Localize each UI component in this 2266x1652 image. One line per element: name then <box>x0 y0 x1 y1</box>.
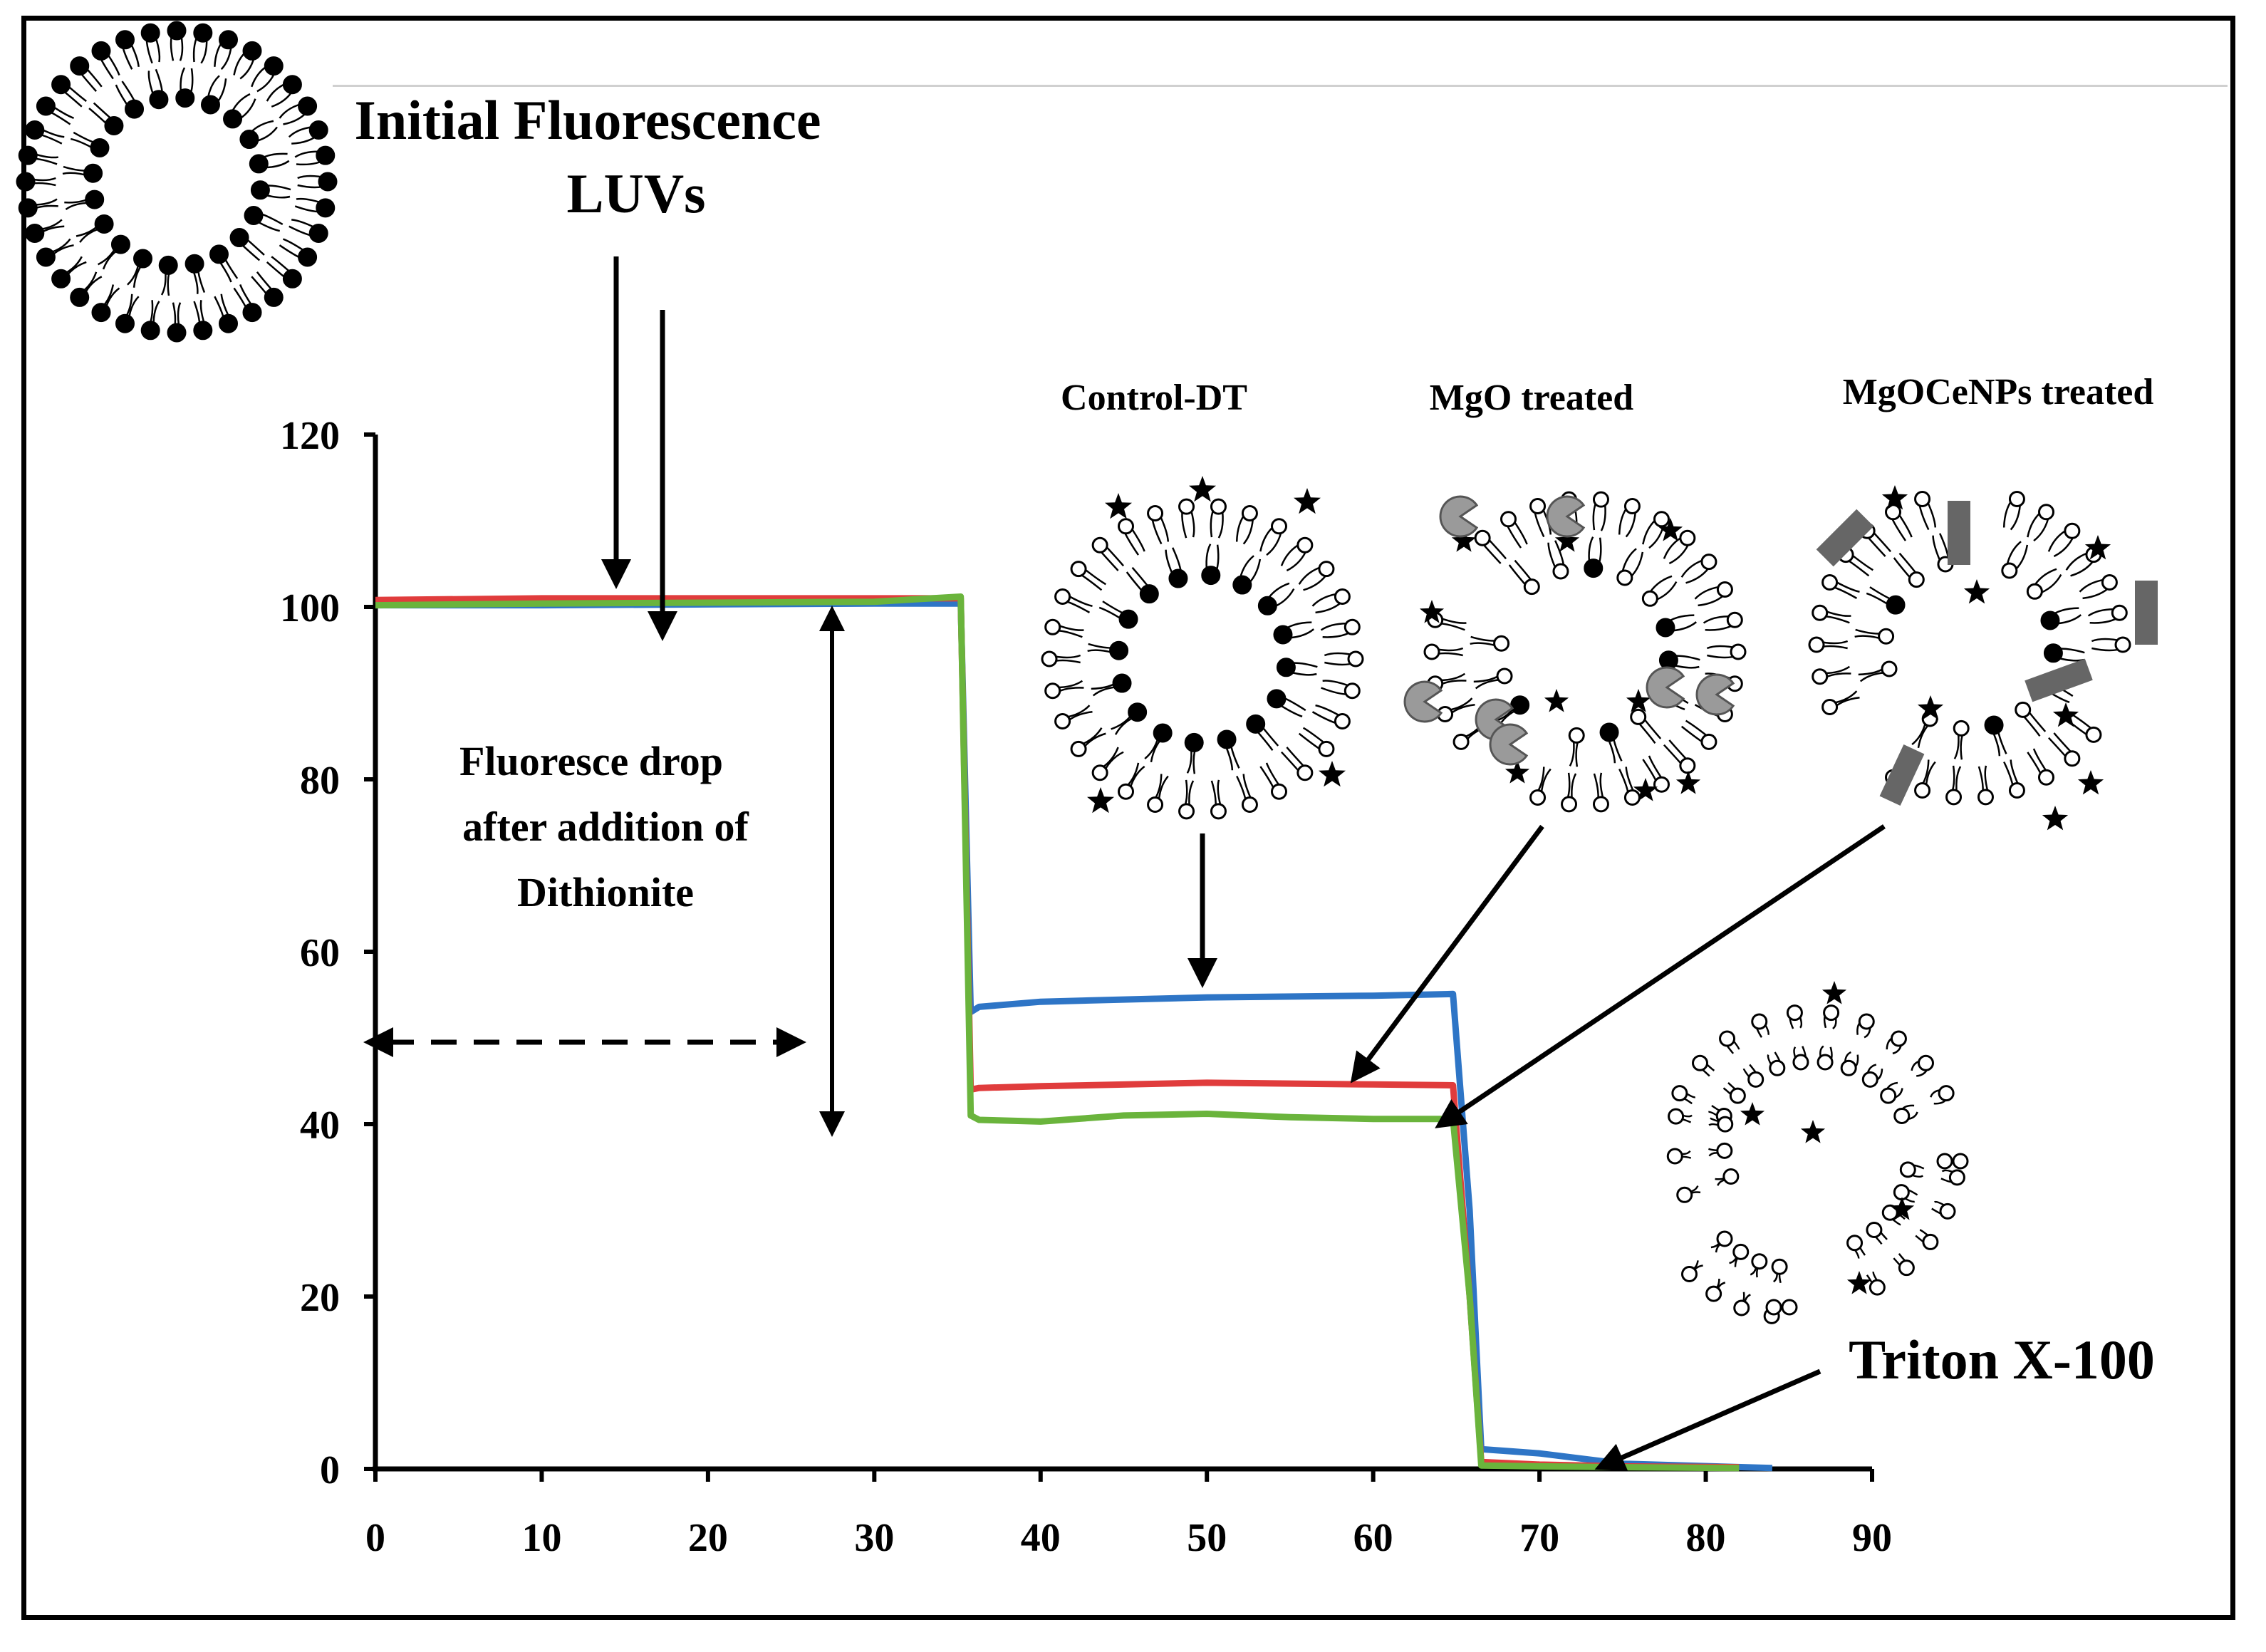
x-ticks: 0 10 20 30 40 50 60 70 80 90 <box>365 1469 1892 1560</box>
y-ticks: 0 20 40 60 80 100 120 <box>280 414 375 1492</box>
series-line-1 <box>375 595 1740 1471</box>
top-rule <box>333 85 2228 87</box>
annotation-initial-line2: LUVs <box>566 162 705 224</box>
label-control-dt: Control-DT <box>1061 378 1247 418</box>
label-mgo-treated: MgO treated <box>1430 378 1633 418</box>
x-tick-label: 80 <box>1686 1516 1726 1560</box>
label-mgocenps-treated: MgOCeNPs treated <box>1843 372 2154 412</box>
annotation-arrows <box>363 256 1886 1472</box>
x-tick-label: 90 <box>1852 1516 1892 1560</box>
annotation-drop-line3: Dithionite <box>517 869 694 915</box>
vesicle-initial-icon <box>16 21 338 343</box>
series-line-0 <box>375 600 1773 1472</box>
vesicle-mgo-icon <box>1403 491 1747 813</box>
x-tick-label: 10 <box>521 1516 561 1560</box>
arrow-mgocenps <box>1435 824 1886 1128</box>
vesicle-mgocenps-icon <box>1808 485 2158 831</box>
y-tick-label: 0 <box>320 1448 340 1492</box>
y-tick-label: 40 <box>300 1103 340 1148</box>
figure-frame <box>21 16 2235 1620</box>
x-tick-label: 20 <box>688 1516 728 1560</box>
y-tick-label: 20 <box>300 1276 340 1320</box>
x-tick-label: 40 <box>1021 1516 1061 1560</box>
annotation-initial-line1: Initial Fluorescence <box>355 89 821 151</box>
y-tick-label: 100 <box>280 586 340 630</box>
y-tick-label: 120 <box>280 414 340 458</box>
axes <box>373 435 1872 1472</box>
x-tick-label: 60 <box>1353 1516 1393 1560</box>
x-tick-label: 0 <box>365 1516 385 1560</box>
series-line-2 <box>375 593 1740 1472</box>
series-layer <box>375 593 1773 1472</box>
annotation-drop-line1: Fluoresce drop <box>459 738 723 784</box>
x-tick-label: 70 <box>1519 1516 1559 1560</box>
arrow-mgo <box>1350 824 1544 1084</box>
annotation-drop-line2: after addition of <box>462 804 749 850</box>
arrow-triton <box>1594 1368 1821 1472</box>
label-triton: Triton X-100 <box>1849 1329 2155 1391</box>
vesicle-control-icon <box>1041 476 1364 820</box>
x-tick-label: 50 <box>1187 1516 1227 1560</box>
y-tick-label: 80 <box>300 759 340 803</box>
x-tick-label: 30 <box>854 1516 894 1560</box>
vesicle-triton-icon <box>1666 981 1969 1324</box>
y-tick-label: 60 <box>300 931 340 975</box>
